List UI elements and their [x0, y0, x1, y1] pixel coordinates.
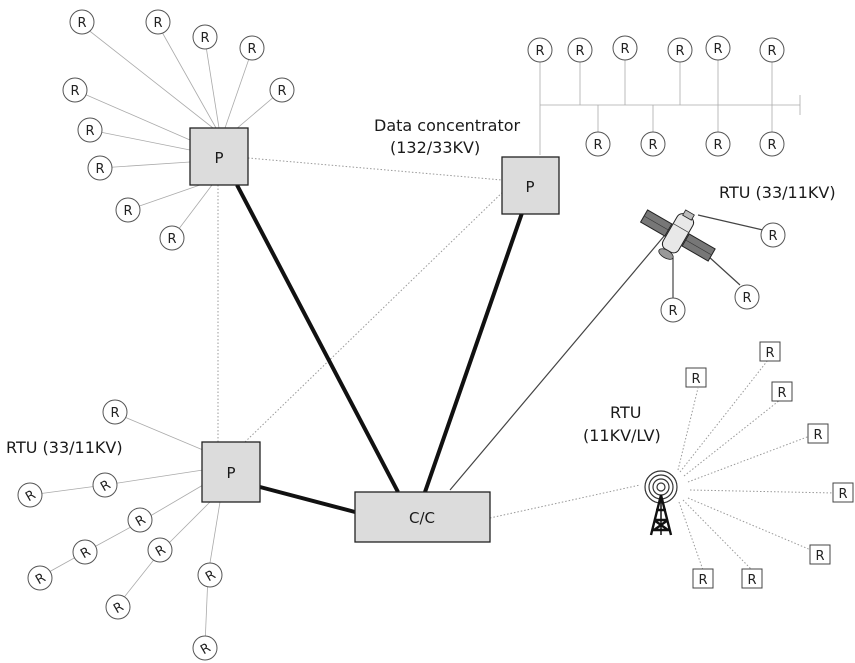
rtu-node-circle: R — [239, 35, 265, 61]
rtu-node-label: R — [70, 84, 79, 99]
rtu-node-circle: R — [27, 565, 53, 591]
rtu-node-circle: R — [62, 77, 88, 103]
rtu-node-circle: R — [69, 9, 95, 35]
rtu-node-label: R — [535, 44, 544, 59]
rtu-node-label: R — [575, 44, 584, 59]
rtu-node-label: R — [767, 44, 776, 59]
rtu-node-circle: R — [527, 37, 553, 63]
rtu-node-label: R — [765, 346, 774, 361]
rtu-node-circle: R — [660, 297, 686, 323]
rtu-node-label: R — [277, 84, 286, 99]
rtu-node-circle: R — [192, 24, 218, 50]
node-p-data-concentrator: P — [501, 156, 560, 215]
rtu-node-circle: R — [72, 539, 98, 565]
rtu-node-circle: R — [705, 35, 731, 61]
radio-tower-icon — [644, 470, 678, 536]
rtu-node-label: R — [675, 44, 684, 59]
rtu-node-label: R — [713, 42, 722, 57]
rtu-node-square: R — [771, 381, 793, 402]
node-label: C/C — [409, 509, 435, 527]
rtu-satellite-label: RTU (33/11KV) — [719, 183, 836, 202]
rtu-node-label: R — [698, 573, 707, 588]
rtu-node-circle: R — [705, 131, 731, 157]
rtu-node-label: R — [200, 31, 209, 46]
rtu-node-label: R — [767, 138, 776, 153]
rtu-node-label: R — [593, 138, 602, 153]
satellite-icon — [639, 209, 716, 262]
backbone-links — [235, 184, 532, 514]
rtu-node-circle: R — [147, 537, 173, 563]
rtu-radio-label-line1: RTU — [610, 403, 641, 422]
rtu-node-label: R — [815, 549, 824, 564]
rtu-node-square: R — [692, 568, 714, 589]
node-p-bottom-left: P — [201, 441, 261, 503]
rtu-radio-label-line2: (11KV/LV) — [583, 426, 661, 445]
rtu-node-label: R — [85, 124, 94, 139]
data-concentrator-label-line1: Data concentrator — [374, 116, 521, 135]
rtu-node-circle: R — [105, 594, 131, 620]
rtu-node-circle: R — [640, 131, 666, 157]
rtu-node-circle: R — [77, 117, 103, 143]
rtu-node-label: R — [95, 162, 104, 177]
rtu-node-circle: R — [145, 9, 171, 35]
node-label: P — [214, 149, 223, 167]
rtu-node-label: R — [768, 229, 777, 244]
dotted-links — [217, 157, 836, 571]
rtu-node-label: R — [77, 16, 86, 31]
rtu-node-circle: R — [759, 131, 785, 157]
rtu-node-label: R — [777, 386, 786, 401]
rtu-node-circle: R — [269, 77, 295, 103]
rtu-node-circle: R — [159, 225, 185, 251]
rtu-node-label: R — [668, 304, 677, 319]
rtu-node-circle: R — [192, 635, 218, 661]
rtu-node-label: R — [167, 232, 176, 247]
rtu-node-circle: R — [760, 222, 786, 248]
rtu-node-circle: R — [734, 284, 760, 310]
bus-network — [539, 55, 801, 155]
rtu-node-square: R — [807, 423, 829, 444]
rtu-node-label: R — [713, 138, 722, 153]
rtu-node-circle: R — [567, 37, 593, 63]
node-label: P — [226, 464, 235, 482]
rtu-node-circle: R — [17, 482, 43, 508]
rtu-node-circle: R — [197, 562, 223, 588]
node-control-center: C/C — [354, 491, 491, 543]
rtu-node-square: R — [809, 544, 831, 565]
rtu-node-label: R — [648, 138, 657, 153]
rtu-node-label: R — [742, 291, 751, 306]
rtu-node-label: R — [247, 42, 256, 57]
rtu-node-label: R — [747, 573, 756, 588]
rtu-node-square: R — [832, 482, 854, 503]
rtu-node-circle: R — [667, 37, 693, 63]
rtu-node-label: R — [838, 487, 847, 502]
data-concentrator-label-line2: (132/33KV) — [390, 138, 480, 157]
rtu-node-circle: R — [127, 507, 153, 533]
rtu-node-circle: R — [759, 37, 785, 63]
rtu-left-label: RTU (33/11KV) — [6, 438, 123, 457]
rtu-node-label: R — [620, 42, 629, 57]
rtu-node-circle: R — [87, 155, 113, 181]
node-label: P — [525, 178, 534, 196]
rtu-node-square: R — [741, 568, 763, 589]
rtu-node-label: R — [153, 16, 162, 31]
rtu-node-label: R — [123, 204, 132, 219]
rtu-node-square: R — [685, 367, 707, 388]
rtu-node-label: R — [813, 428, 822, 443]
rtu-node-square: R — [759, 341, 781, 362]
rtu-node-circle: R — [92, 472, 118, 498]
satellite-links — [449, 214, 764, 491]
rtu-node-circle: R — [102, 399, 128, 425]
rtu-node-circle: R — [585, 131, 611, 157]
rtu-node-label: R — [110, 406, 119, 421]
rtu-node-circle: R — [115, 197, 141, 223]
node-p-top-left: P — [189, 127, 249, 186]
rtu-node-label: R — [691, 372, 700, 387]
rtu-node-circle: R — [612, 35, 638, 61]
